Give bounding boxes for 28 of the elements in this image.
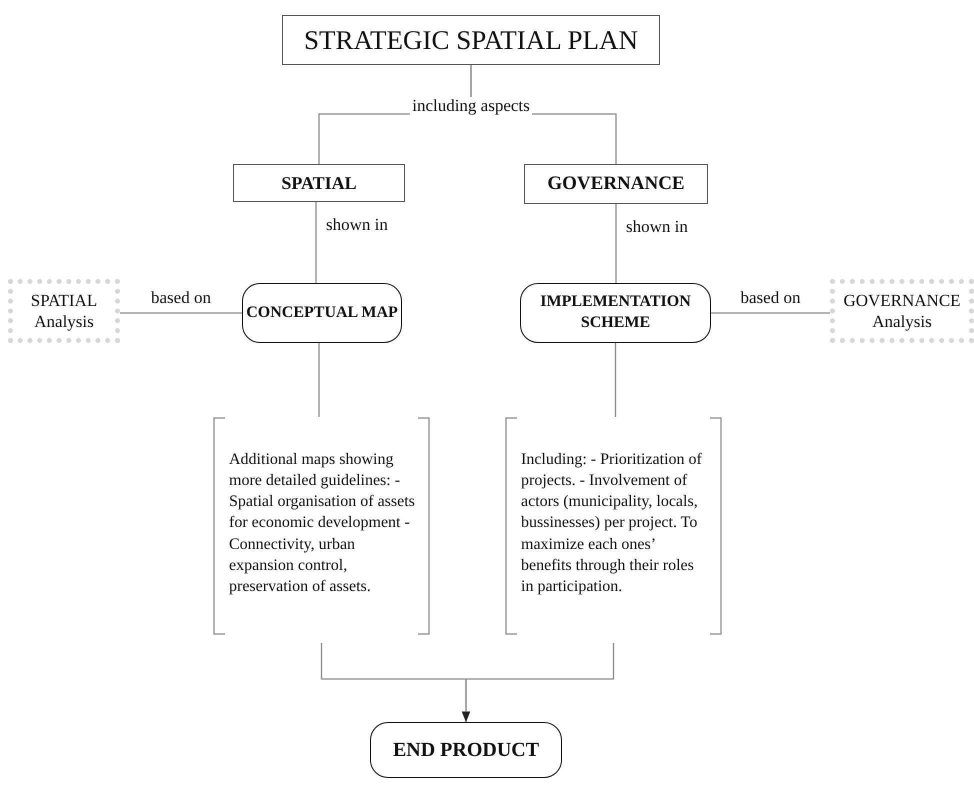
analysis-box <box>8 279 120 343</box>
connector-line <box>120 312 242 314</box>
title-box <box>524 164 708 204</box>
title-box <box>233 164 405 202</box>
node-text: END PRODUCT <box>392 738 540 763</box>
node-text: GOVERNANCE Analysis <box>842 290 962 332</box>
node-text: IMPLEMENTATION SCHEME <box>539 292 692 333</box>
connector-line <box>315 202 317 283</box>
node-text: STRATEGIC SPATIAL PLAN <box>304 24 638 56</box>
connector-line <box>614 343 616 417</box>
analysis-box <box>830 279 974 343</box>
node-text: Additional maps showing more detailed guidelines: - Spatial organisation of assets for economic development - Connectivity, urban expansion control, preservation of assets. <box>229 450 416 598</box>
connector-line <box>711 312 830 314</box>
bracketed-text <box>505 417 722 635</box>
node-text: CONCEPTUAL MAP <box>246 302 398 323</box>
arrow <box>462 643 614 722</box>
connector-line <box>318 343 320 417</box>
rounded-box <box>242 283 402 343</box>
connector-line <box>615 204 617 283</box>
title-box <box>282 15 660 65</box>
node-text: SPATIAL Analysis <box>30 290 98 332</box>
bracketed-text <box>213 417 430 635</box>
rounded-box <box>370 722 562 778</box>
edge-label: including aspects <box>410 97 532 116</box>
node-text: SPATIAL <box>281 172 357 194</box>
node-text: GOVERNANCE <box>547 173 685 195</box>
node-text: Including: - Prioritization of projects. - Involvement of actors (municipality, locals, bussinesses) per project. To maximize each ones’ benefits through their roles in participation. <box>521 450 703 598</box>
rounded-box <box>520 283 711 343</box>
